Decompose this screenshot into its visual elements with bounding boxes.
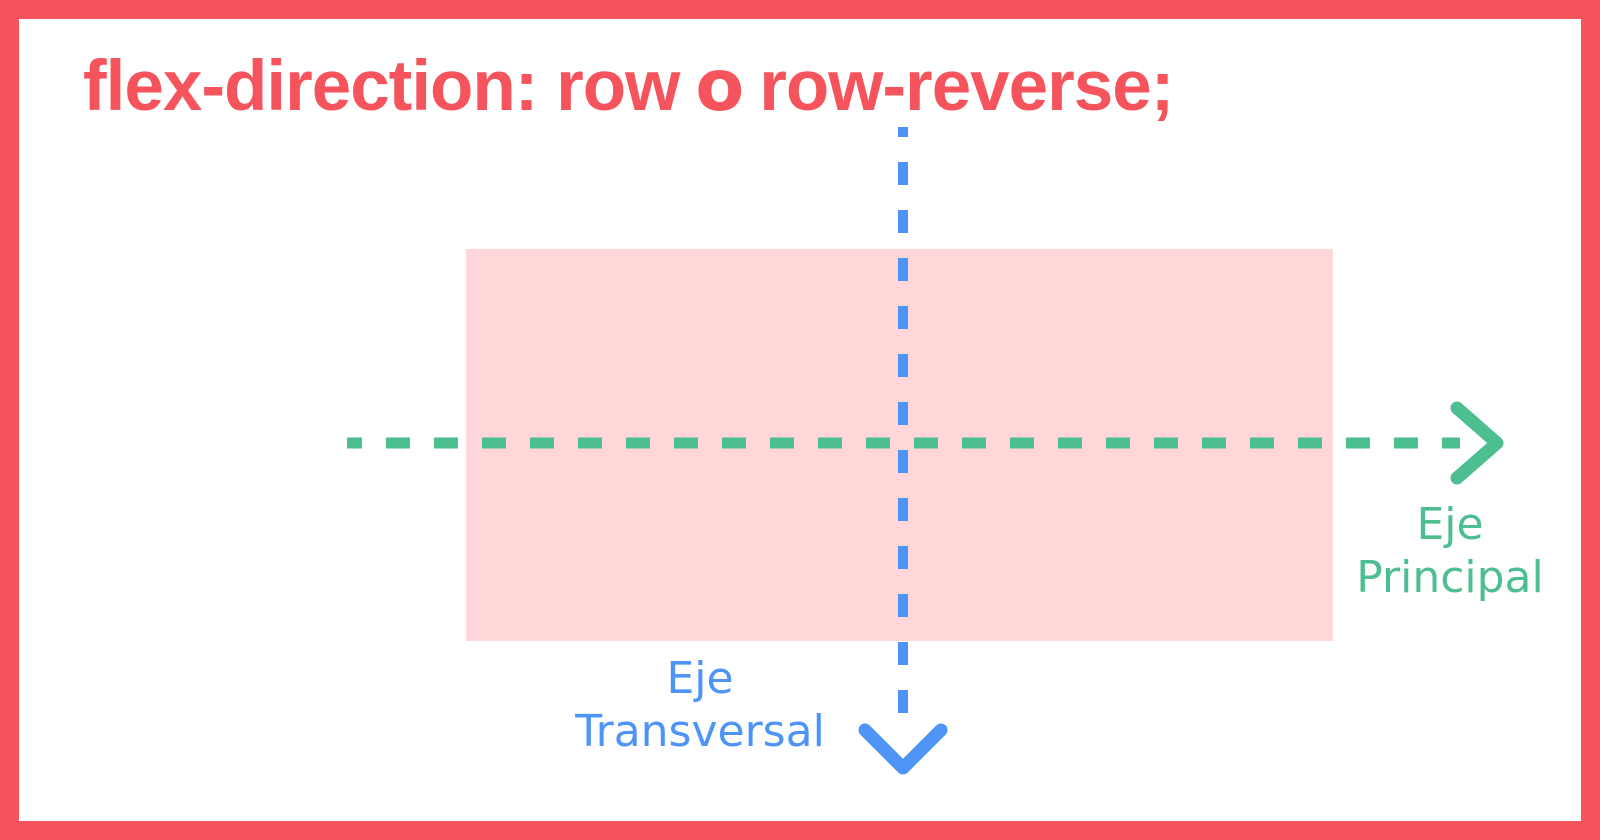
title-conjunction-text: o [695, 44, 744, 127]
main-axis-label-line1: Eje [1416, 499, 1484, 550]
cross-axis-label-line1: Eje [666, 653, 734, 704]
title-property-text: flex-direction: row [83, 47, 680, 126]
title-value-text: row-reverse; [759, 47, 1174, 126]
cross-axis-label: Eje Transversal [540, 652, 860, 758]
main-axis-label-line2: Principal [1356, 552, 1544, 603]
main-axis-label: Eje Principal [1330, 498, 1570, 604]
cross-axis-label-line2: Transversal [575, 706, 825, 757]
arrow-right-icon [1450, 401, 1504, 485]
arrow-down-icon [858, 723, 948, 775]
